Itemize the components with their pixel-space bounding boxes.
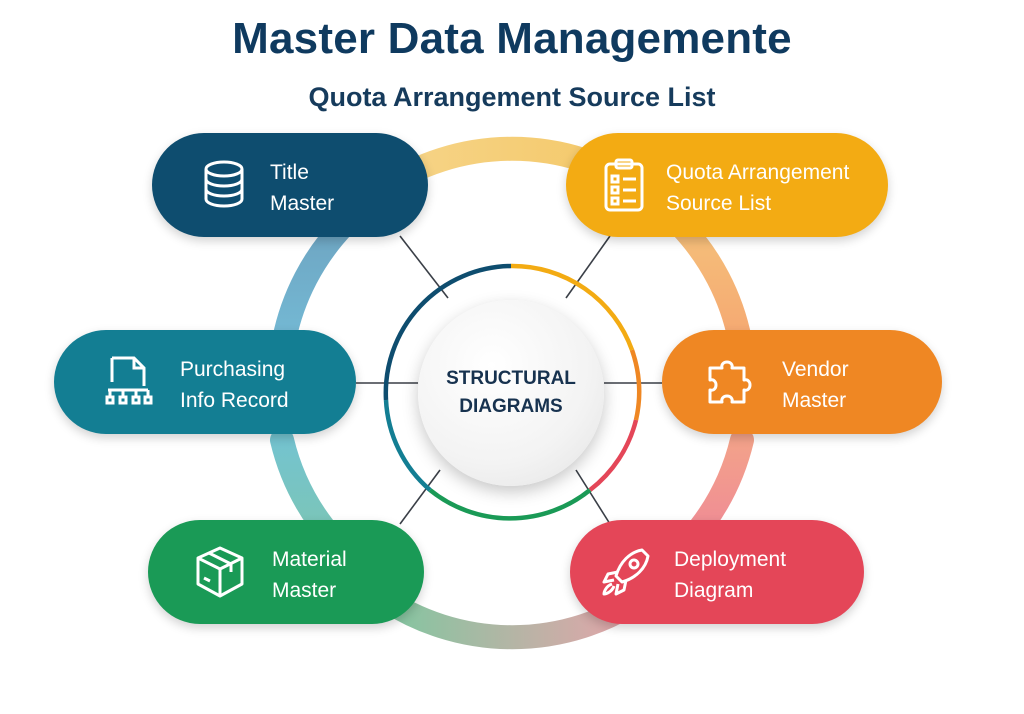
node-purchasing-info-record[interactable]: Purchasing Info Record	[54, 330, 356, 434]
node-label: Deployment Diagram	[674, 544, 786, 606]
node-label-line2: Master	[782, 389, 847, 412]
node-label-line2: Source List	[666, 192, 772, 215]
clipboard-checklist-icon	[594, 155, 654, 215]
package-box-icon	[190, 542, 250, 602]
connector-quota-arrangement	[565, 235, 611, 299]
node-label-line1: Quota Arrangement	[666, 161, 850, 184]
node-label-line1: Vendor	[782, 358, 849, 381]
node-label-line2: Master	[272, 579, 337, 602]
connector-deployment	[575, 469, 611, 525]
hub-label: STRUCTURAL DIAGRAMS	[446, 365, 576, 421]
node-label: Title Master	[270, 157, 334, 219]
database-icon	[194, 155, 254, 215]
node-label-line1: Deployment	[674, 548, 787, 571]
node-label-line2: Info Record	[180, 389, 289, 412]
node-material-master[interactable]: Material Master	[148, 520, 424, 624]
page-subtitle: Quota Arrangement Source List	[308, 82, 716, 112]
node-label: Purchasing Info Record	[180, 354, 289, 416]
central-hub[interactable]: STRUCTURAL DIAGRAMS	[418, 300, 604, 486]
node-title-master[interactable]: Title Master	[152, 133, 428, 237]
page-title: Master Data Managemente	[232, 14, 792, 63]
inner-ring	[383, 263, 642, 521]
hub-label-line2: DIAGRAMS	[459, 396, 563, 417]
hub-label-line1: STRUCTURAL	[446, 368, 576, 389]
document-network-icon	[98, 352, 158, 412]
node-label-line1: Purchasing	[180, 358, 286, 381]
node-label: Vendor Master	[782, 354, 849, 416]
connector-material-master	[399, 469, 441, 525]
node-label: Quota Arrangement Source List	[666, 157, 849, 219]
ring-segment-left-upper	[272, 213, 356, 352]
node-label-line2: Diagram	[674, 579, 754, 602]
node-label-line2: Master	[270, 192, 335, 215]
node-label-line1: Material	[272, 548, 347, 571]
rocket-icon	[596, 542, 656, 602]
node-label-line1: Title	[270, 161, 309, 184]
node-label: Material Master	[272, 544, 347, 606]
node-quota-arrangement-source-list[interactable]: Quota Arrangement Source List	[566, 133, 888, 237]
node-deployment-diagram[interactable]: Deployment Diagram	[570, 520, 864, 624]
ring-segment-right-upper	[668, 213, 752, 352]
puzzle-piece-icon	[700, 352, 760, 412]
node-vendor-master[interactable]: Vendor Master	[662, 330, 942, 434]
